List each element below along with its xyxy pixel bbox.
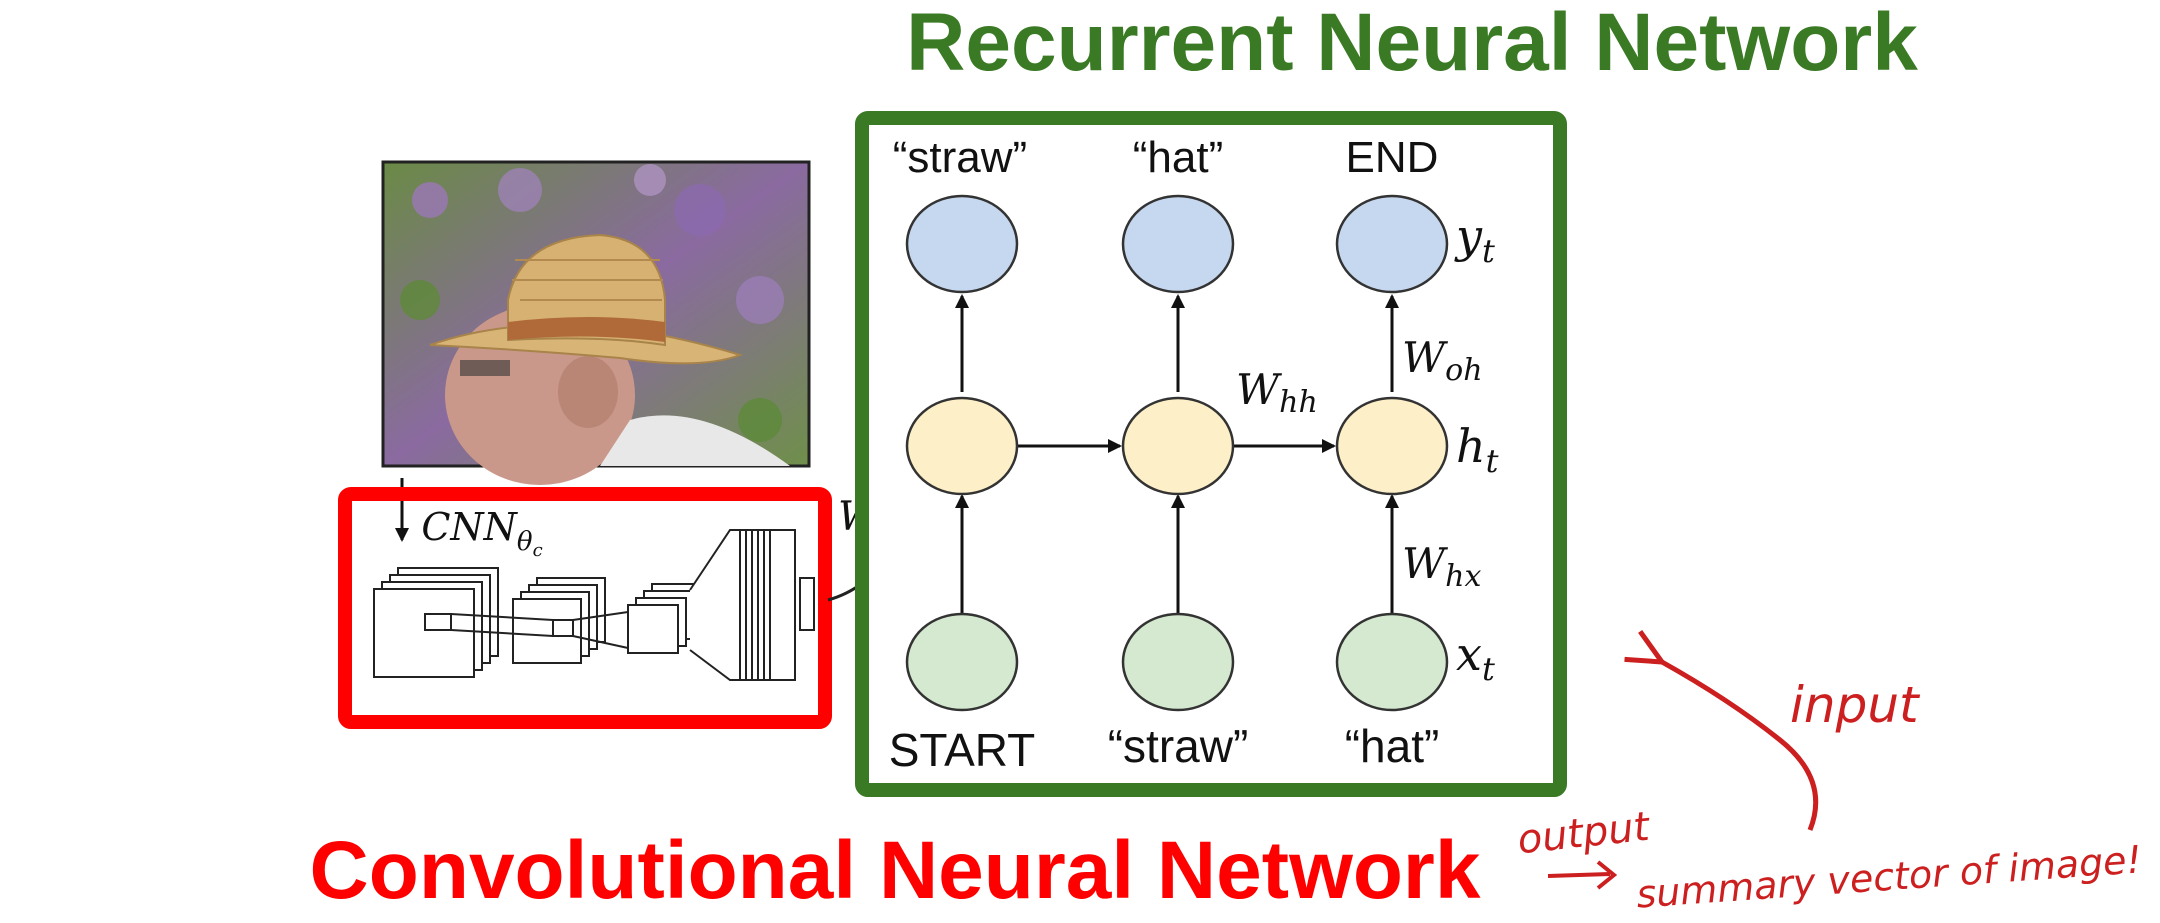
- input-label-3: “hat”: [1345, 720, 1440, 772]
- annotation-output: output: [1515, 804, 1652, 864]
- cnn-title: Convolutional Neural Network: [310, 825, 1481, 916]
- cnn-label: CNNθc: [421, 505, 542, 561]
- output-label-2: “hat”: [1133, 133, 1223, 182]
- input-label-1: START: [889, 724, 1036, 776]
- xt-label: xt: [1456, 627, 1495, 688]
- whh-label: Whh: [1236, 365, 1318, 420]
- output-label-1: “straw”: [893, 133, 1027, 182]
- rnn-title: Recurrent Neural Network: [906, 0, 1918, 88]
- input-photo: [381, 160, 811, 485]
- input-label-2: “straw”: [1108, 720, 1249, 772]
- cnn-box: [338, 487, 832, 729]
- hidden-node-1: [905, 396, 1019, 496]
- hidden-node-3: [1335, 396, 1449, 496]
- input-node-1: [905, 612, 1019, 712]
- annotation-summary: summary vector of image!: [1635, 837, 2143, 916]
- cnn-layers: [373, 529, 815, 681]
- input-node-3: [1335, 612, 1449, 712]
- annotation-output-arrow: [1547, 860, 1618, 890]
- output-node-1: [905, 194, 1019, 294]
- output-label-3: END: [1346, 133, 1439, 182]
- annotation-input: input: [1790, 676, 1921, 734]
- ht-label: ht: [1456, 419, 1499, 480]
- hidden-node-2: [1121, 396, 1235, 496]
- whx-label: Whx: [1402, 539, 1481, 594]
- annotation-input-arrow: [1662, 662, 1819, 831]
- rnn-arrows: [955, 294, 1399, 614]
- input-node-2: [1121, 612, 1235, 712]
- woh-label: Woh: [1402, 333, 1483, 388]
- yt-label: yt: [1454, 209, 1495, 270]
- output-node-3: [1335, 194, 1449, 294]
- output-node-2: [1121, 194, 1235, 294]
